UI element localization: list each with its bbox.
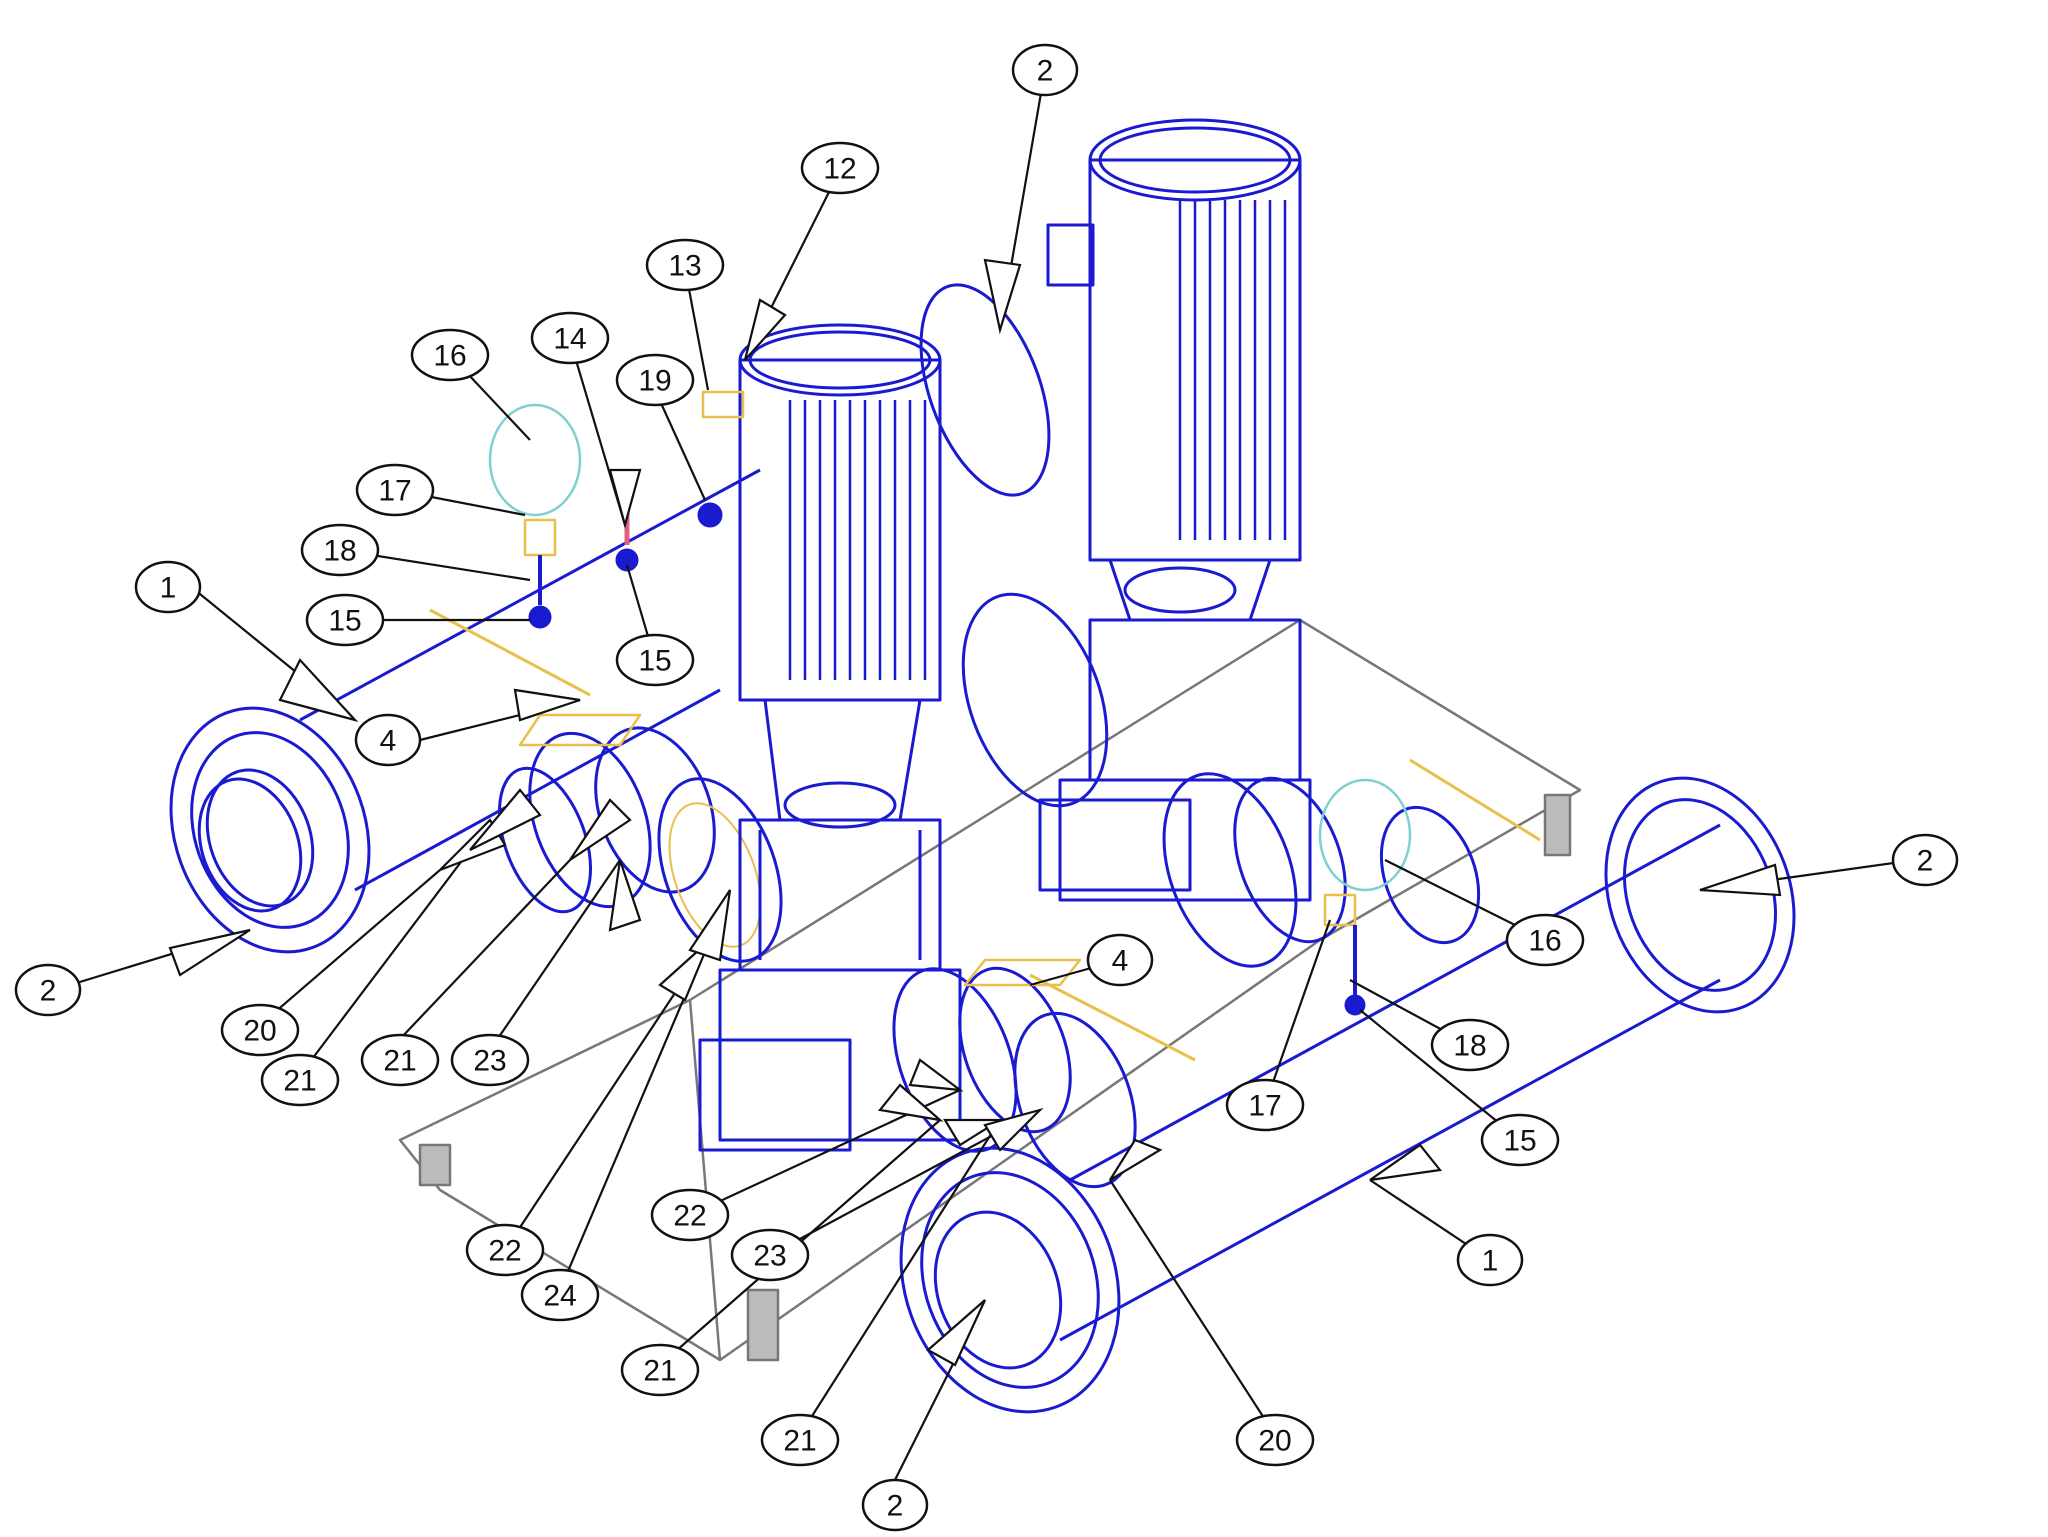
callout-label: 16 [1528,925,1561,958]
callout-2-top [1011,43,1079,97]
callout-12 [800,141,880,195]
callout-label: 20 [1258,1425,1291,1458]
callout-2-right [1891,833,1959,887]
left-valve-stack [497,726,783,963]
callout-15-right [1480,1113,1560,1167]
leader-arrowheads [168,258,1782,1367]
callout-label: 21 [283,1065,316,1098]
callout-23-left [450,1033,530,1087]
callout-label: 21 [643,1355,676,1388]
callout-label: 17 [378,475,411,508]
pump-left [698,323,962,1152]
callout-label: 15 [1503,1125,1536,1158]
callout-label: 21 [783,1425,816,1458]
callout-19 [615,353,695,407]
callout-20-left [220,1003,300,1057]
callout-label: 21 [383,1045,416,1078]
callout-label: 2 [887,1490,904,1523]
callout-label: 2 [1037,55,1054,88]
callout-22-left [465,1223,545,1277]
callout-label: 20 [243,1015,276,1048]
callout-label: 24 [543,1280,576,1313]
callout-16-left [410,328,490,382]
callout-1-upper [134,560,202,614]
right-valve-stack [892,283,1481,1189]
callout-label: 4 [380,725,397,758]
assembly-drawing [169,118,1796,1414]
callout-15-mid [615,633,695,687]
callouts [14,43,1959,1532]
callout-4-left [354,713,422,767]
callout-24 [520,1268,600,1322]
callout-22-right [650,1188,730,1242]
callout-2-bottom [861,1478,929,1532]
callout-20-bottom [1235,1413,1315,1467]
callout-21-d [760,1413,840,1467]
callout-1-lower [1456,1233,1524,1287]
callout-18-right [1430,1018,1510,1072]
callout-21-c [620,1343,700,1397]
callout-label: 15 [638,645,671,678]
callout-label: 2 [1917,845,1934,878]
callout-4-right [1086,933,1154,987]
callout-label: 19 [638,365,671,398]
callout-label: 22 [488,1235,521,1268]
pump-right [1038,118,1312,902]
callout-21-a [260,1053,340,1107]
callout-16-right [1505,913,1585,967]
callout-17-left [355,463,435,517]
callout-21-b [360,1033,440,1087]
callout-2-left [14,963,82,1017]
left-header-pipe [169,468,761,954]
callout-13 [645,238,725,292]
callout-label: 18 [1453,1030,1486,1063]
callout-label: 12 [823,153,856,186]
callout-label: 15 [328,605,361,638]
callout-label: 4 [1112,945,1129,978]
callout-labels: 1 1 2 2 2 2 4 4 12 13 14 15 15 15 16 16 … [40,55,1934,1523]
callout-18-left [300,523,380,577]
base-frame [398,618,1582,1362]
callout-label: 18 [323,535,356,568]
callout-17-right [1225,1078,1305,1132]
callout-23-right [730,1228,810,1282]
left-instruments [429,390,745,747]
callout-15-upper [305,593,385,647]
callout-label: 13 [668,250,701,283]
callout-label: 1 [1482,1245,1499,1278]
callout-label: 17 [1248,1090,1281,1123]
callout-label: 2 [40,975,57,1008]
callout-14 [530,311,610,365]
callout-label: 14 [553,323,586,356]
right-header-pipe [899,776,1796,1414]
callout-label: 22 [673,1200,706,1233]
callout-label: 16 [433,340,466,373]
callout-label: 1 [160,572,177,605]
callout-label: 23 [473,1045,506,1078]
callout-label: 23 [753,1240,786,1273]
